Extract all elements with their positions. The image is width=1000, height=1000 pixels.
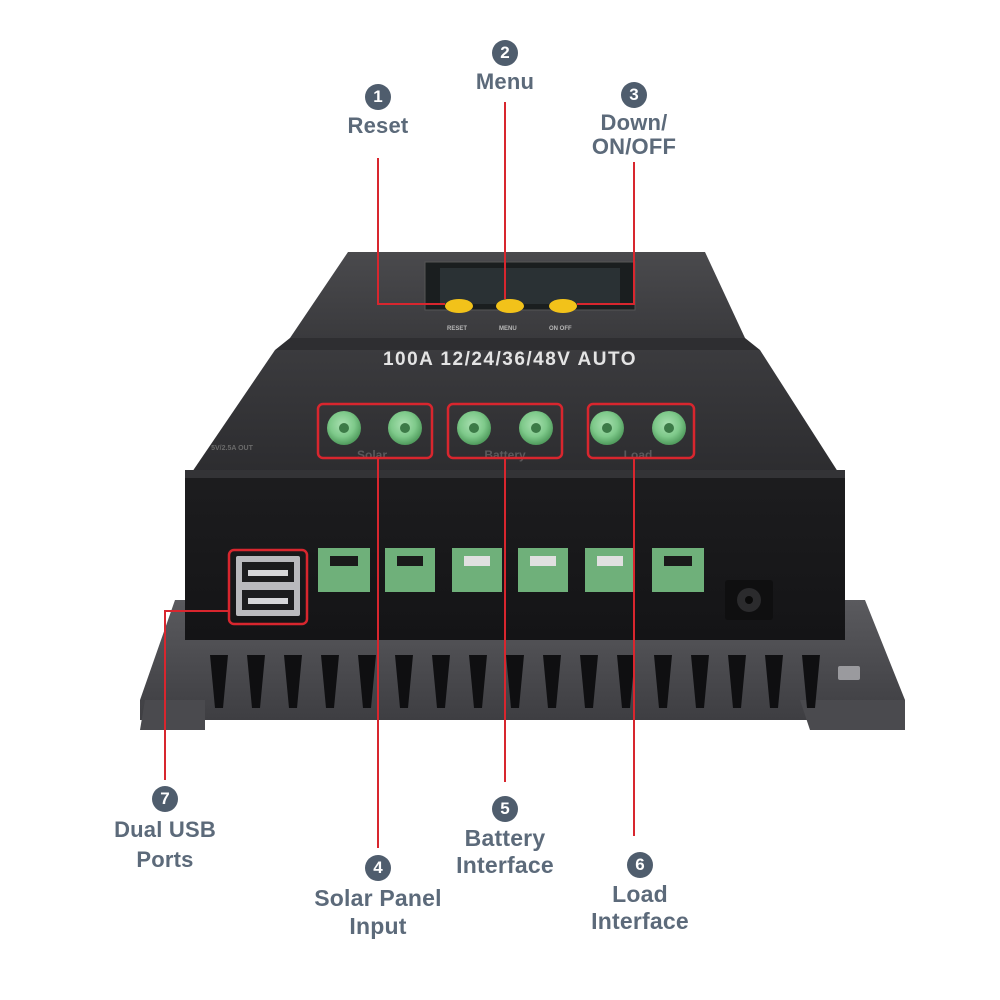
wire-block-3: [452, 548, 502, 592]
callout-label-onoff: ON/OFF: [591, 134, 677, 159]
callout-label-menu: Menu: [475, 69, 535, 94]
heatsink-fin: [284, 655, 302, 708]
heatsink-fin: [395, 655, 413, 708]
heatsink-fin: [765, 655, 783, 708]
heatsink-fin: [617, 655, 635, 708]
reset-button-label: RESET: [447, 326, 467, 332]
reset-button[interactable]: [445, 299, 473, 313]
callout-number-7: 7: [152, 786, 178, 812]
dual-usb-ports[interactable]: [236, 556, 300, 616]
heatsink-fin: [654, 655, 672, 708]
callout-number-2: 2: [492, 40, 518, 66]
highlight-boxes: [227, 402, 696, 626]
callout-label-ports: Ports: [136, 847, 194, 872]
callout-label-down: Down/: [600, 110, 668, 135]
heatsink-fin: [580, 655, 598, 708]
wire-block-1: [318, 548, 370, 592]
heatsink-fin: [691, 655, 709, 708]
terminal-screws: [327, 411, 686, 445]
heatsink-fin: [247, 655, 265, 708]
menu-button-label: MENU: [499, 326, 517, 332]
dc-power-jack[interactable]: [725, 580, 773, 620]
heatsink-fin: [543, 655, 561, 708]
heatsink-fin: [802, 655, 820, 708]
heatsink-fin: [210, 655, 228, 708]
wire-terminal-blocks: [318, 548, 704, 592]
wire-block-5: [585, 548, 635, 592]
onoff-leader-line: [577, 162, 635, 305]
callout-label-solar-panel: Solar Panel: [314, 885, 442, 911]
heatsink-fin: [358, 655, 376, 708]
callout-number-1: 1: [365, 84, 391, 110]
callout-label-load: Load: [612, 881, 668, 907]
usb-output-label: 5V/2.5A OUT: [211, 445, 253, 452]
callout-load-interface: 6 Load Interface: [560, 852, 720, 935]
reset-leader-line: [377, 158, 445, 305]
usb-leader-line: [164, 610, 229, 780]
heatsink-fin: [432, 655, 450, 708]
down-onoff-button[interactable]: [549, 299, 577, 313]
callout-number-4: 4: [365, 855, 391, 881]
front-buttons: RESET MENU ON OFF: [445, 299, 577, 332]
callout-label-dual-usb: Dual USB: [114, 817, 216, 842]
heatsink-fin: [469, 655, 487, 708]
wire-block-4: [518, 548, 568, 592]
callout-menu: 2 Menu: [445, 40, 565, 95]
callout-number-6: 6: [627, 852, 653, 878]
callout-label-battery: Battery: [464, 825, 546, 851]
wire-block-6: [652, 548, 704, 592]
callout-label-battery-interface: Interface: [456, 852, 554, 878]
heatsink-fin: [506, 655, 524, 708]
callout-battery-interface: 5 Battery Interface: [425, 796, 585, 879]
callout-down-onoff: 3 Down/ ON/OFF: [564, 82, 704, 159]
callout-number-5: 5: [492, 796, 518, 822]
solar-highlight-box: [316, 402, 434, 460]
wire-block-2: [385, 548, 435, 592]
load-highlight-box: [586, 402, 696, 460]
callout-label-reset: Reset: [347, 113, 409, 138]
heatsink-fin: [321, 655, 339, 708]
menu-button[interactable]: [496, 299, 524, 313]
solar-group-label: Solar: [357, 448, 387, 462]
heatsink-fins: [210, 655, 820, 708]
callout-label-load-interface: Interface: [591, 908, 689, 934]
callout-number-3: 3: [621, 82, 647, 108]
callout-usb-ports: 7 Dual USB Ports: [85, 786, 245, 875]
callout-solar-input: 4 Solar Panel Input: [283, 855, 473, 940]
rating-text: 100A 12/24/36/48V AUTO: [383, 349, 637, 370]
usb-highlight-box: [227, 548, 309, 626]
onoff-button-label: ON OFF: [549, 326, 572, 332]
heatsink-fin: [728, 655, 746, 708]
callout-label-input: Input: [349, 913, 407, 939]
load-group-label: Load: [624, 448, 653, 462]
callout-reset: 1 Reset: [318, 84, 438, 139]
callout-lines: [164, 102, 635, 848]
